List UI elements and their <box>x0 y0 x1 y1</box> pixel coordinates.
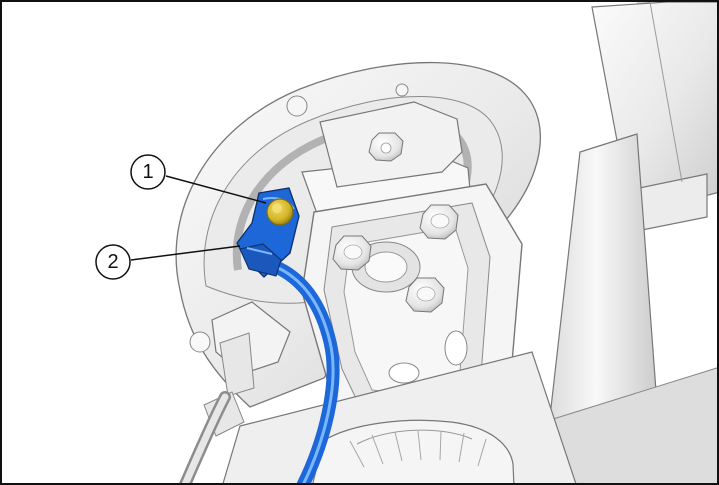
callout-2-label: 2 <box>107 251 118 273</box>
callout-2-leader <box>130 245 241 261</box>
callout-1-label: 1 <box>142 161 153 183</box>
callout-1: 1 <box>130 154 267 204</box>
callout-1-leader <box>165 175 267 204</box>
mounting-nuts <box>332 132 459 313</box>
callout-1-circle <box>130 154 166 190</box>
callout-2-circle <box>95 244 131 280</box>
sensor-bolt <box>266 198 294 226</box>
callout-2: 2 <box>95 244 241 280</box>
sensor-cable-blue <box>267 259 340 483</box>
right-strut <box>508 2 717 483</box>
harness-cable-gray <box>179 391 231 483</box>
